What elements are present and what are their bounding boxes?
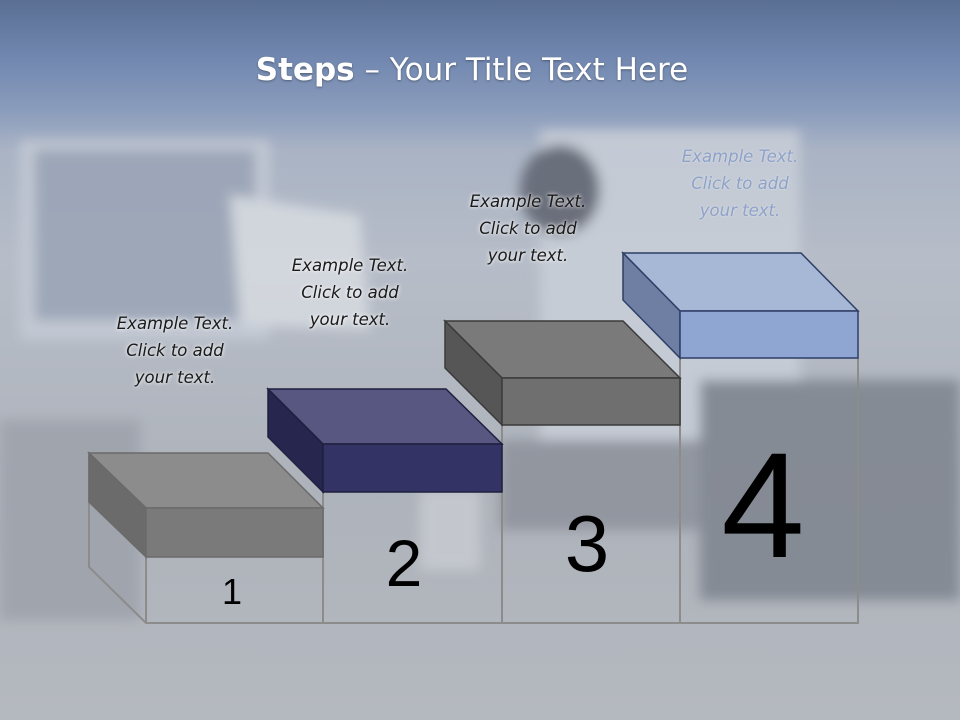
title-bold: Steps [255, 52, 355, 88]
caption-line: your text. [309, 310, 391, 329]
step-4-caption[interactable]: Example Text. Click to add your text. [660, 143, 820, 224]
step-1-caption[interactable]: Example Text. Click to add your text. [95, 310, 255, 391]
step-4-block[interactable] [621, 251, 860, 360]
caption-line: your text. [134, 368, 216, 387]
caption-line: Click to add [301, 283, 399, 302]
step-1-block[interactable] [87, 451, 325, 559]
caption-line: Example Text. [681, 147, 799, 166]
step-3-caption[interactable]: Example Text. Click to add your text. [448, 188, 608, 269]
caption-line: Click to add [691, 174, 789, 193]
step-2-block[interactable] [266, 387, 504, 494]
caption-line: Click to add [126, 341, 224, 360]
step-2-number: 2 [386, 526, 423, 600]
caption-line: your text. [699, 201, 781, 220]
step-1-number: 1 [222, 571, 242, 612]
step-4-number: 4 [721, 421, 804, 589]
caption-line: Click to add [479, 219, 577, 238]
step-3-block[interactable] [443, 319, 682, 427]
caption-line: Example Text. [469, 192, 587, 211]
step-3-number: 3 [565, 499, 610, 588]
caption-line: Example Text. [291, 256, 409, 275]
step-2-caption[interactable]: Example Text. Click to add your text. [270, 252, 430, 333]
caption-line: your text. [487, 246, 569, 265]
caption-line: Example Text. [116, 314, 234, 333]
title-rest: – Your Title Text Here [354, 52, 689, 88]
slide-title[interactable]: Steps – Your Title Text Here [0, 52, 944, 88]
